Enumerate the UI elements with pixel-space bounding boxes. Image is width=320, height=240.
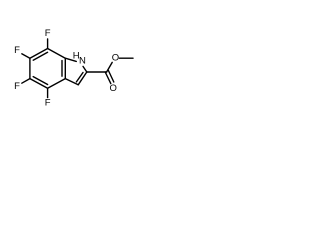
bond-c3a-c4 <box>46 77 67 90</box>
fluorine-atom-label: F <box>14 81 20 92</box>
oxygen-atom-label: O <box>110 83 117 94</box>
bond-n1-c2 <box>82 65 88 73</box>
oxygen-atom-label: O <box>112 53 119 64</box>
bond-c7-c7a <box>46 47 67 59</box>
bond-carbonyl-o-single <box>105 61 113 73</box>
bond-c4-c5-inner <box>32 75 49 86</box>
bond-carbonyl-o-double-a <box>104 71 112 85</box>
fluorine-atom-label: F <box>14 45 20 56</box>
structure-canvas: F F F F H N O O <box>0 0 152 152</box>
bond-c6-f <box>21 53 31 59</box>
bond-c6-c7-inner <box>32 51 49 61</box>
bond-c7a-n1 <box>64 57 78 63</box>
bond-c2-c3-inner <box>75 71 84 83</box>
hydrogen-atom-label: H <box>73 50 80 61</box>
molecule-structure: F F F F H N O O <box>14 28 134 108</box>
bond-c4-c5 <box>29 77 49 90</box>
fluorine-atom-label: F <box>45 28 51 39</box>
bond-c6-c7 <box>29 47 49 59</box>
bond-c3-c3a <box>64 77 79 86</box>
fluorine-atom-label: F <box>45 97 51 108</box>
bond-carbonyl-o-double-b <box>107 69 115 83</box>
nitrogen-atom-label: N <box>79 55 86 66</box>
bond-c2-c3 <box>77 71 88 86</box>
bond-c5-f <box>21 77 31 84</box>
